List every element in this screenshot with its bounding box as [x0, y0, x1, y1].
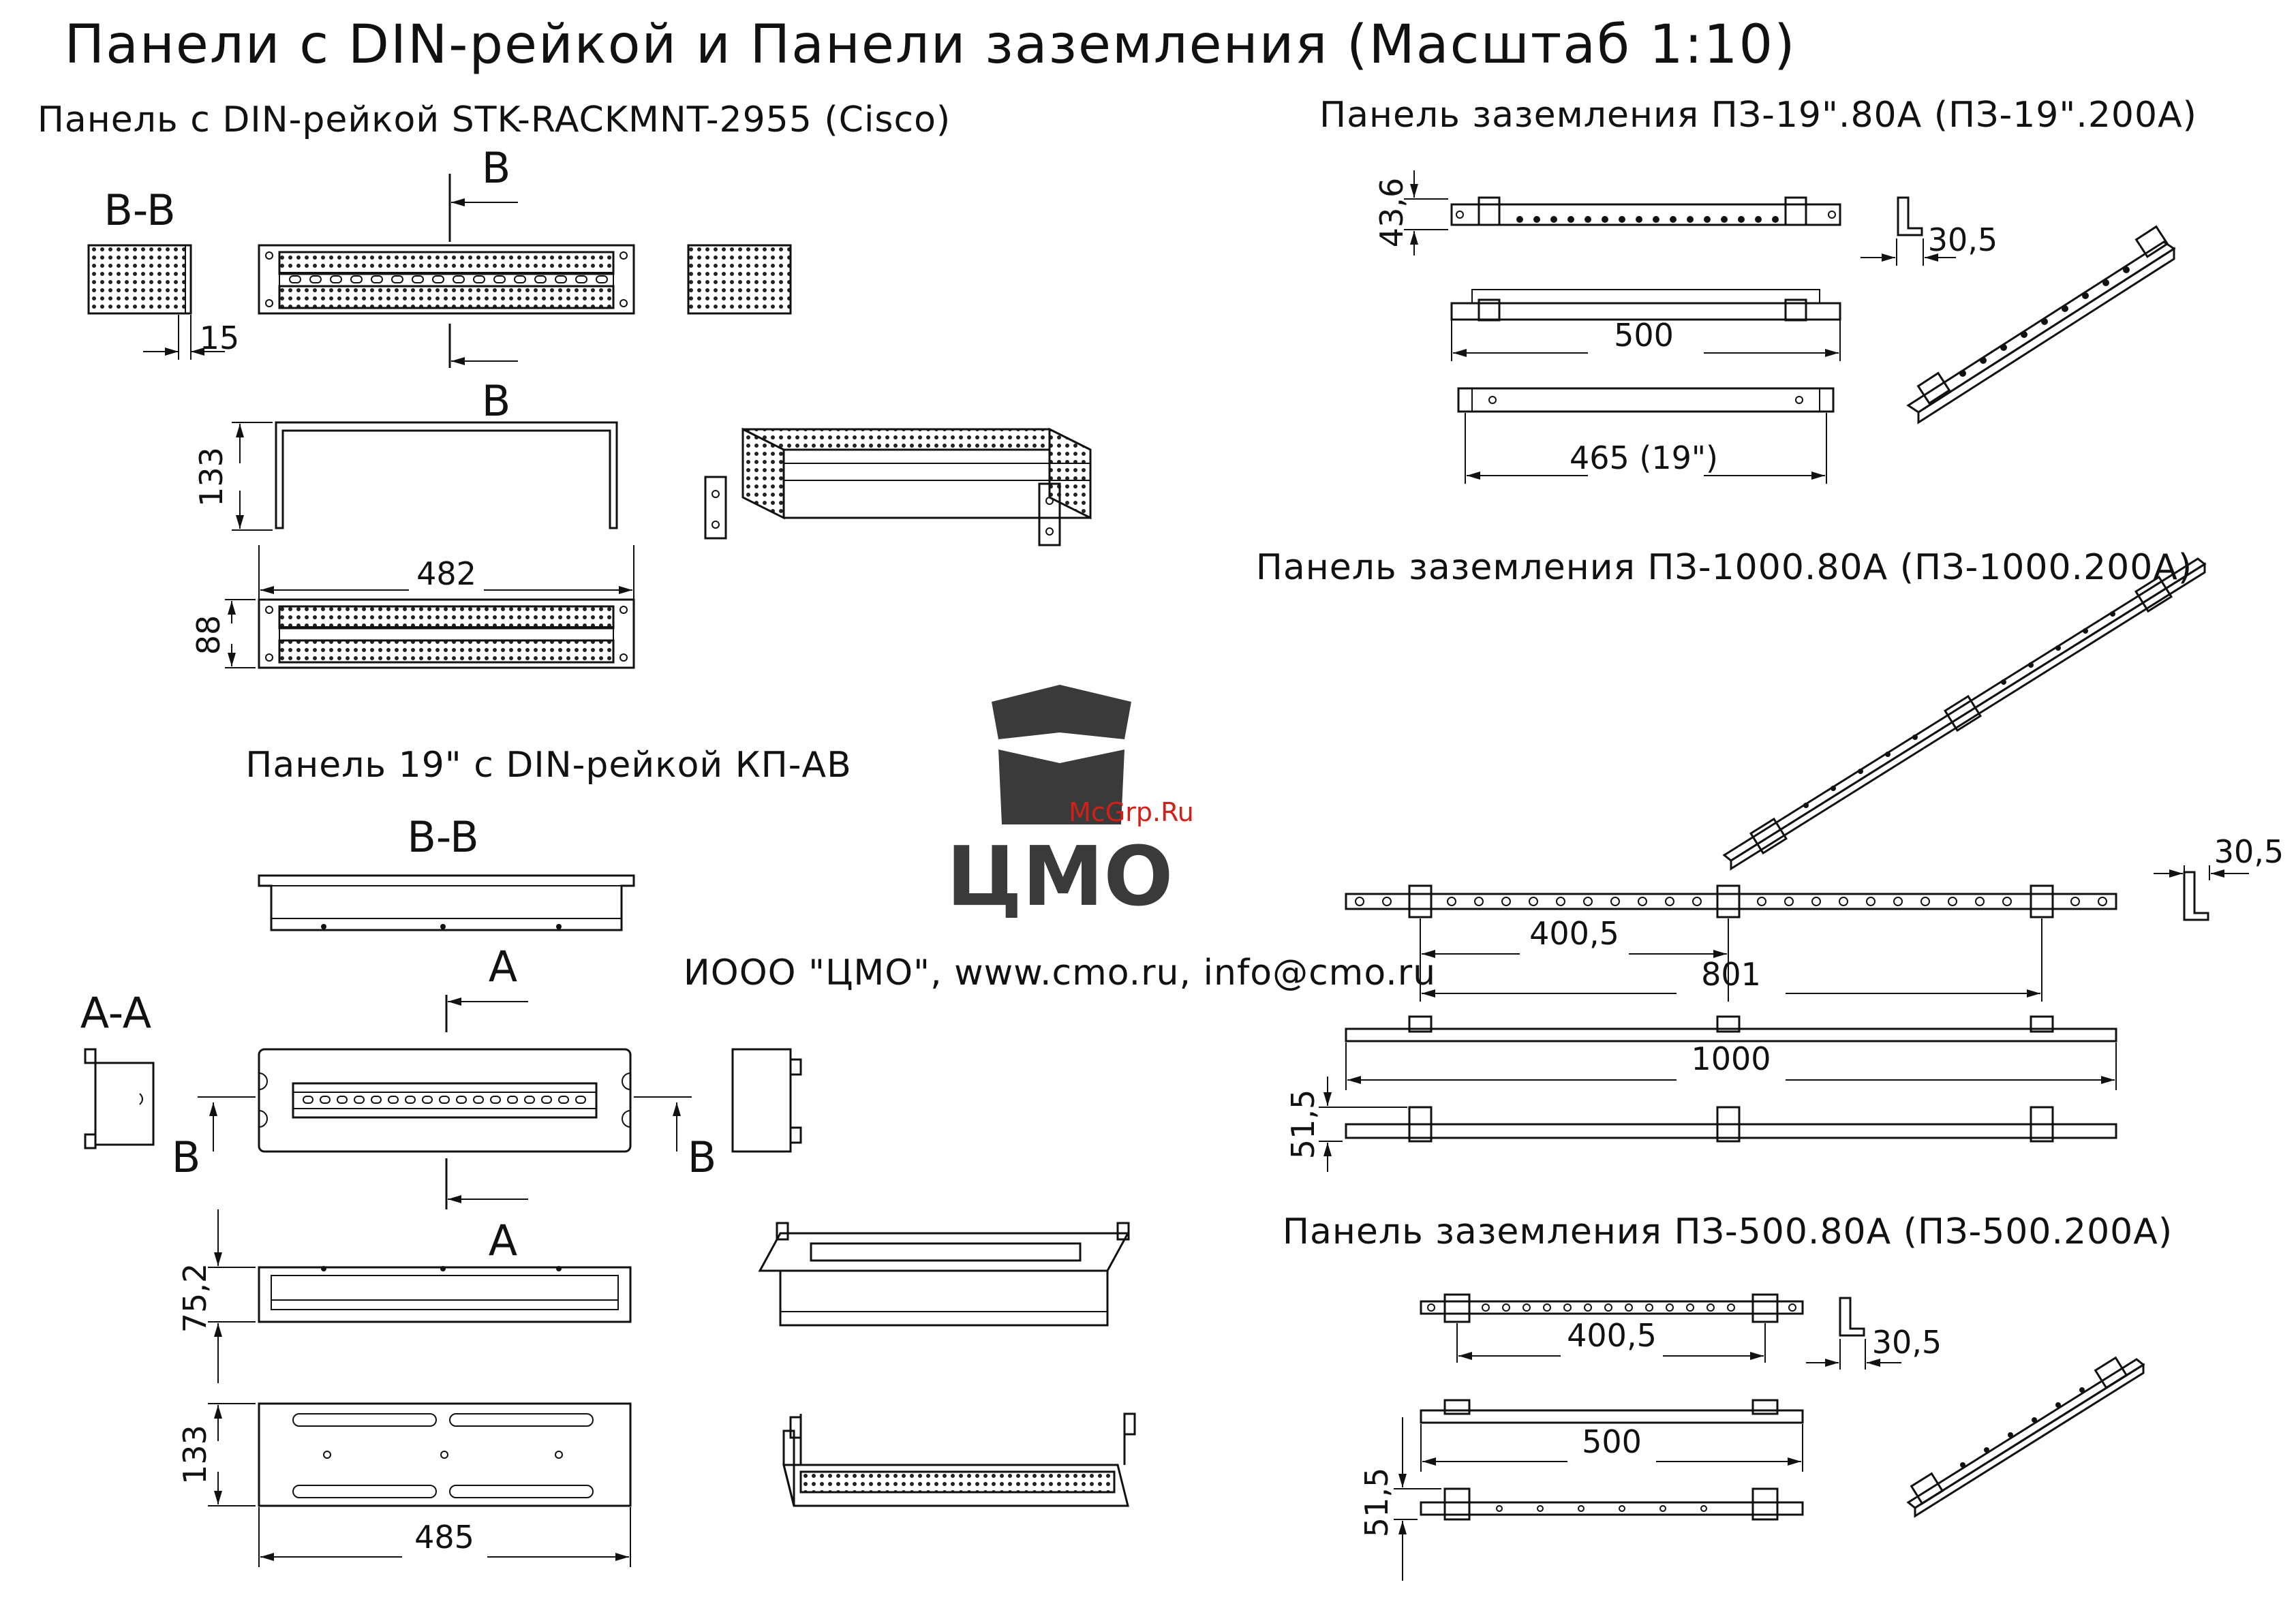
dim-465: 465 (19"): [1570, 439, 1718, 476]
section-label-bb: B-B: [104, 185, 175, 235]
dim-51-5-pz500: 51,5: [1358, 1468, 1395, 1537]
dim-51-5-pz1000: 51,5: [1285, 1089, 1321, 1159]
dim-400-5-pz500: 400,5: [1567, 1317, 1657, 1354]
panel-pz500-title: Панель заземления ПЗ-500.80A (ПЗ-500.200…: [1283, 1211, 2173, 1252]
panel-kpav-title: Панель 19" с DIN-рейкой КП-АВ: [245, 745, 852, 786]
section-arrow-a-bottom: A: [489, 1216, 517, 1265]
dim-133-top: 133: [193, 447, 230, 507]
section-arrow-b-top: B: [482, 143, 511, 193]
panel-pz1000-title: Панель заземления ПЗ-1000.80A (ПЗ-1000.2…: [1256, 547, 2192, 588]
section-label-bb-kpav: B-B: [407, 812, 478, 862]
dim-500-pz500: 500: [1582, 1423, 1642, 1460]
company-contacts: ИООО "ЦМО", www.cmo.ru, info@cmo.ru: [684, 953, 1436, 993]
isometric-view-pz500: [1906, 1356, 2145, 1518]
sheet-title: Панели с DIN-рейкой и Панели заземления …: [64, 14, 1796, 76]
dim-30-5-pz1000: 30,5: [2214, 833, 2284, 870]
dim-75-2: 75,2: [177, 1263, 213, 1333]
company-logo: ЦМО McGrp.Ru ИООО "ЦМО", www.cmo.ru, inf…: [684, 685, 1436, 993]
dim-30-5-pz19: 30,5: [1928, 221, 1997, 258]
dim-500-pz19: 500: [1614, 317, 1674, 354]
logo-text: ЦМО: [947, 830, 1174, 925]
dim-485: 485: [414, 1519, 474, 1556]
dim-88: 88: [190, 615, 227, 655]
section-arrow-b-right: B: [688, 1132, 717, 1182]
dim-43-6: 43,6: [1373, 178, 1410, 247]
panel-stk-title: Панель с DIN-рейкой STK-RACKMNT-2955 (Ci…: [37, 99, 951, 140]
section-view-right: [687, 244, 792, 315]
panel-pz1000: Панель заземления ПЗ-1000.80A (ПЗ-1000.2…: [1256, 547, 2284, 1172]
dim-30-5-pz500: 30,5: [1872, 1324, 1942, 1361]
dim-482: 482: [416, 555, 476, 592]
section-arrow-b-left: B: [172, 1132, 201, 1182]
isometric-view-kpav-bottom: [782, 1412, 1136, 1507]
section-view-left: [87, 244, 192, 315]
panel-pz500: Панель заземления ПЗ-500.80A (ПЗ-500.200…: [1283, 1211, 2173, 1581]
section-label-aa: A-A: [80, 988, 151, 1038]
din-rail-slots: [289, 275, 608, 283]
panel-kp-av: Панель 19" с DIN-рейкой КП-АВ B-B A A-A: [80, 745, 1136, 1567]
dim-400-5-pz1000: 400,5: [1529, 915, 1619, 952]
dim-801: 801: [1701, 956, 1761, 993]
dim-1000: 1000: [1691, 1040, 1771, 1077]
section-arrow-b-bottom: B: [482, 376, 511, 426]
isometric-view-pz19: [1906, 225, 2176, 424]
section-arrow-a-top: A: [489, 942, 517, 991]
isometric-view-stk: [704, 427, 1092, 546]
isometric-view-kpav-top: [758, 1222, 1130, 1327]
logo-mark-bottom: [998, 749, 1124, 824]
dim-15: 15: [200, 320, 240, 356]
panel-pz19-title: Панель заземления ПЗ-19".80A (ПЗ-19".200…: [1319, 95, 2197, 136]
dim-133-bottom: 133: [177, 1425, 213, 1485]
isometric-view-pz1000: [1722, 557, 2207, 871]
watermark-text: McGrp.Ru: [1069, 797, 1194, 827]
logo-mark-top: [992, 685, 1131, 739]
panel-stk-rackmnt: Панель с DIN-рейкой STK-RACKMNT-2955 (Ci…: [37, 99, 1092, 669]
panel-pz19: Панель заземления ПЗ-19".80A (ПЗ-19".200…: [1319, 95, 2197, 484]
